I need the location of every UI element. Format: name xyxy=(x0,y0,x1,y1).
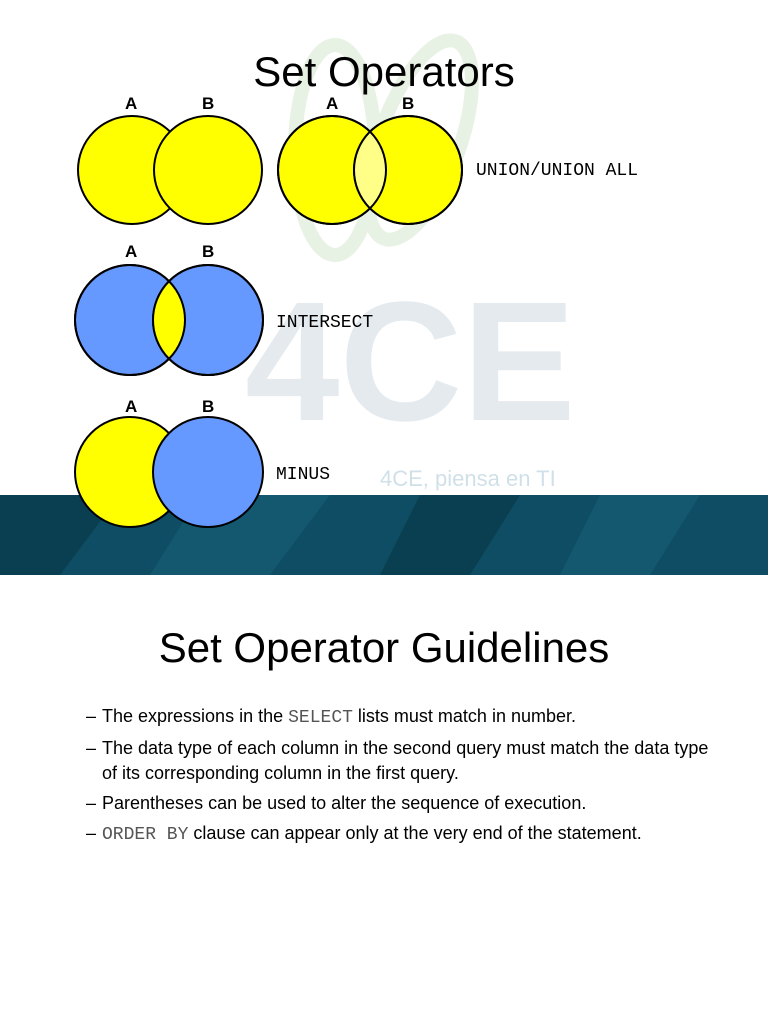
set-b-circle xyxy=(152,416,264,528)
slide-title: Set Operator Guidelines xyxy=(158,624,610,671)
union-label: UNION/UNION ALL xyxy=(476,161,639,181)
list-item: –The expressions in the SELECT lists mus… xyxy=(86,704,726,731)
minus-label: MINUS xyxy=(276,465,331,485)
bullet-dash: – xyxy=(86,823,97,843)
set-b-circle xyxy=(153,115,263,225)
venn-minus-diagram xyxy=(74,416,264,528)
set-a-label: A xyxy=(125,94,138,113)
bullet-code: SELECT xyxy=(288,708,353,728)
set-b-label: B xyxy=(202,397,215,416)
svg-text:4CE: 4CE xyxy=(245,267,576,457)
set-a-label: A xyxy=(125,242,138,261)
watermark-logo: 4CE 4CE, piensa en TI xyxy=(245,33,576,491)
slide-guidelines: Set Operator Guidelines –The expressions… xyxy=(0,580,768,1024)
watermark-tagline: 4CE, piensa en TI xyxy=(380,466,556,491)
set-b-label: B xyxy=(202,242,215,261)
bullet-text: Parentheses can be used to alter the seq… xyxy=(102,793,587,813)
slide-title: Set Operators xyxy=(253,48,515,95)
list-item: –The data type of each column in the sec… xyxy=(86,736,726,786)
bullet-dash: – xyxy=(86,706,97,726)
list-item: –ORDER BY clause can appear only at the … xyxy=(86,821,726,848)
bullet-text: clause can appear only at the very end o… xyxy=(188,823,642,843)
bullet-text: The expressions in the xyxy=(102,706,289,726)
set-b-label: B xyxy=(402,94,415,113)
intersect-label: INTERSECT xyxy=(276,313,374,333)
bullet-dash: – xyxy=(86,738,97,758)
venn-intersect-diagram xyxy=(74,264,264,376)
set-a-label: A xyxy=(326,94,339,113)
list-item: –Parentheses can be used to alter the se… xyxy=(86,791,726,816)
slide-set-operators: 4CE 4CE, piensa en TI Set Operators A B … xyxy=(0,33,768,575)
venn-disjoint-diagram xyxy=(77,115,263,225)
bullet-code: ORDER BY xyxy=(102,825,189,845)
set-b-label: B xyxy=(202,94,215,113)
set-a-label: A xyxy=(125,397,138,416)
bullet-dash: – xyxy=(86,793,97,813)
bullet-text: lists must match in number. xyxy=(352,706,576,726)
guidelines-list: –The expressions in the SELECT lists mus… xyxy=(86,704,726,853)
venn-union-diagram xyxy=(277,115,463,225)
bullet-text: The data type of each column in the seco… xyxy=(102,738,709,783)
